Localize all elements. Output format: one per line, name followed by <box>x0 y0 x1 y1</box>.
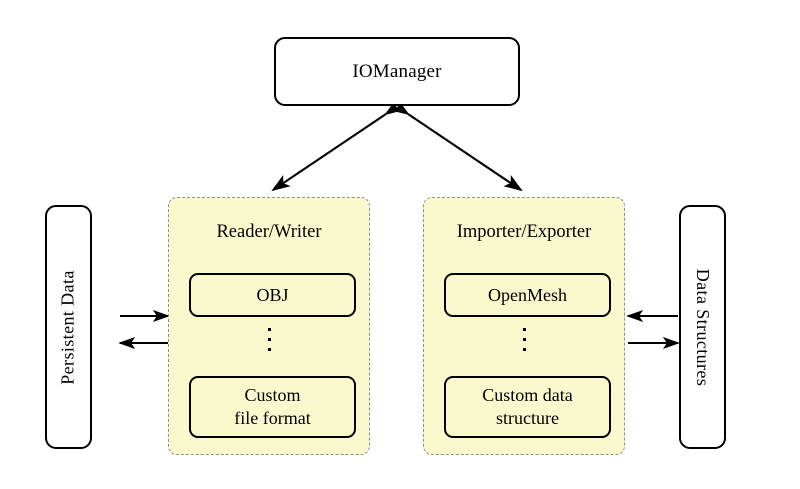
item-obj-label: OBJ <box>256 284 289 305</box>
item-custom-data-structure-line2: structure <box>496 408 559 428</box>
group-reader-writer-title: Reader/Writer <box>216 222 322 242</box>
ellipsis-importer-exporter <box>424 328 624 351</box>
node-persistent-data[interactable]: Persistent Data <box>45 205 92 449</box>
node-iomanager-label: IOManager <box>352 60 442 82</box>
ellipsis-reader-writer <box>169 328 369 351</box>
item-custom-data-structure-line1: Custom data <box>482 385 573 405</box>
group-importer-exporter[interactable]: Importer/Exporter OpenMesh Custom data s… <box>423 197 625 455</box>
group-reader-writer[interactable]: Reader/Writer OBJ Custom file format <box>168 197 370 455</box>
node-iomanager[interactable]: IOManager <box>274 37 520 106</box>
ellipsis-dot <box>267 328 271 331</box>
ellipsis-dot <box>522 338 526 341</box>
item-openmesh[interactable]: OpenMesh <box>444 273 611 317</box>
node-data-structures-label: Data Structures <box>693 268 713 386</box>
group-importer-exporter-title: Importer/Exporter <box>456 222 592 242</box>
item-custom-file-format-line1: Custom <box>244 385 301 405</box>
item-openmesh-label: OpenMesh <box>488 284 567 305</box>
ellipsis-dot <box>522 348 526 351</box>
connector-manager-importer-exporter <box>390 99 523 192</box>
node-persistent-data-label: Persistent Data <box>58 269 79 385</box>
ellipsis-dot <box>267 348 271 351</box>
item-custom-file-format-line2: file format <box>234 408 311 428</box>
connector-manager-reader-writer <box>271 99 404 192</box>
ellipsis-dot <box>267 338 271 341</box>
item-custom-data-structure[interactable]: Custom data structure <box>444 376 611 438</box>
item-custom-file-format[interactable]: Custom file format <box>189 376 356 438</box>
item-obj[interactable]: OBJ <box>189 273 356 317</box>
ellipsis-dot <box>522 328 526 331</box>
node-data-structures[interactable]: Data Structures <box>679 205 726 449</box>
